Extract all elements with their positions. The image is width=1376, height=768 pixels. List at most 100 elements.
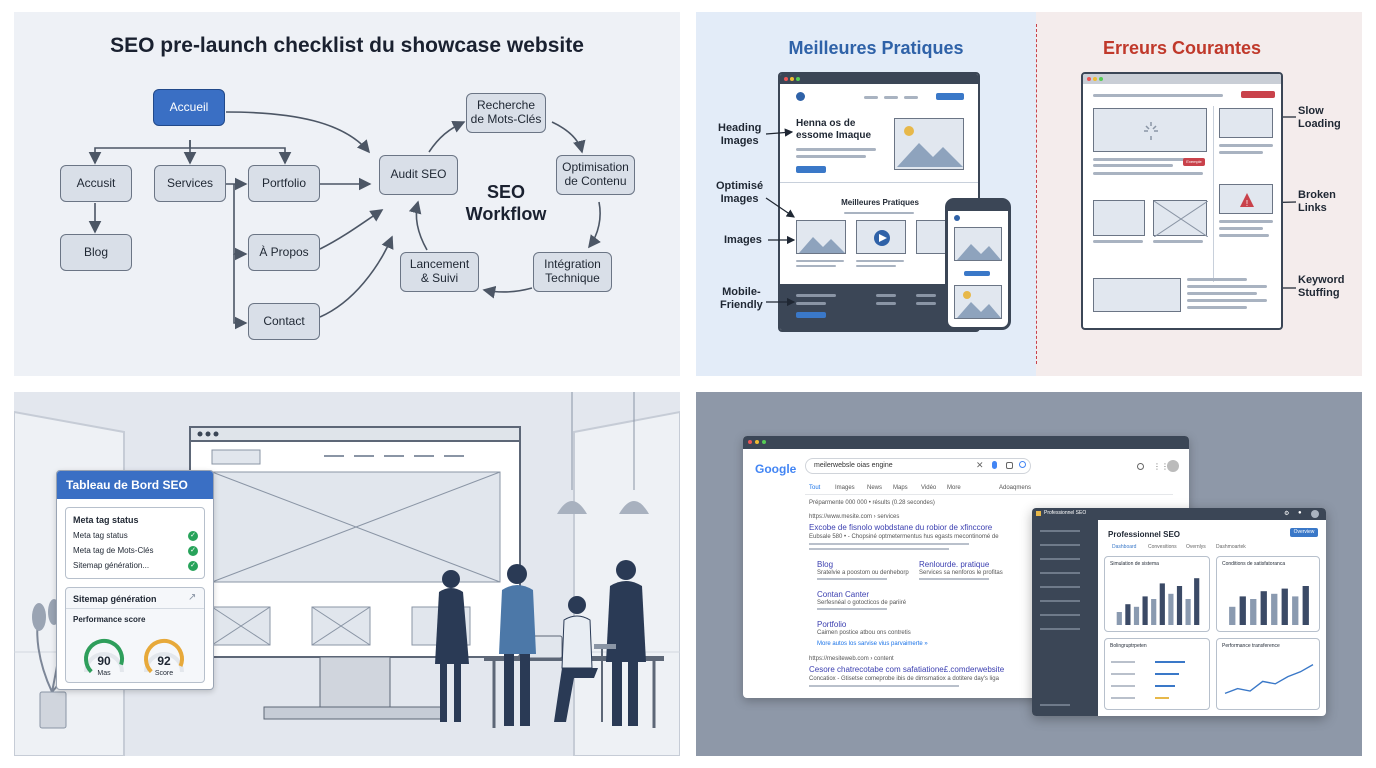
- divider: [1036, 24, 1037, 364]
- flow-connectors: [88, 111, 601, 330]
- serp-dashboard-panel: Google meilerwebsle oias engine ✕ ⋮⋮ Tou…: [696, 392, 1362, 756]
- result-url: https://www.mesite.com › services: [809, 514, 900, 520]
- bell-icon[interactable]: ●: [1298, 510, 1302, 516]
- node-accusit: Accusit: [60, 165, 132, 202]
- chart-line: [1224, 663, 1314, 695]
- node-services: Services: [154, 165, 226, 202]
- result-url: https://mesiteweb.com › content: [809, 656, 894, 662]
- common-errors-title: Erreurs Courantes: [1102, 38, 1262, 58]
- sitelink-title[interactable]: Blog: [817, 560, 834, 569]
- chart-bar: [1239, 596, 1246, 625]
- sitelink-snippet: Sratelvie a poostom ou denheborp: [817, 570, 909, 576]
- seo-dashboard-card: Tableau de Bord SEO Meta tag status Meta…: [56, 470, 214, 690]
- workflow-label: SEO Workflow: [465, 182, 547, 224]
- label-heading-images: Heading Images: [718, 122, 762, 147]
- node-recherche: Recherche de Mots-Clés: [466, 93, 546, 133]
- hero-image-icon: [894, 118, 964, 170]
- chart-bar: [1292, 596, 1299, 625]
- tab-more[interactable]: More: [947, 485, 961, 491]
- label-keyword-stuffing: Keyword Stuffing: [1298, 274, 1345, 299]
- chart-card: Conditions de satisfatoranca: [1216, 556, 1320, 632]
- tab-video[interactable]: Vidéo: [921, 485, 937, 491]
- dash-tab[interactable]: Overnlys: [1186, 544, 1206, 550]
- chart-bar: [1271, 593, 1278, 625]
- loading-spinner-icon: [1093, 108, 1207, 152]
- tab-tools[interactable]: Adoaqmens: [999, 485, 1032, 491]
- node-optimisation: Optimisation de Contenu: [556, 155, 635, 195]
- mic-icon[interactable]: [992, 461, 997, 469]
- search-icon[interactable]: [1019, 461, 1026, 468]
- sitelink-snippet: Caimen postice atbou ons contretis: [817, 630, 911, 636]
- meta-heading: Meta tag status: [73, 515, 139, 525]
- dash-tab[interactable]: Dashboard: [1112, 544, 1137, 550]
- performance-card: Sitemap génération ↗ Performance score 9…: [65, 587, 205, 683]
- meta-item: Sitemap génération...: [73, 561, 150, 570]
- avatar[interactable]: [1167, 460, 1179, 472]
- search-input[interactable]: meilerwebsle oias engine ✕: [805, 458, 1031, 474]
- analytics-dashboard: Professionnel SEO ⚙ ● Professionnel SEO …: [1032, 508, 1326, 716]
- search-logo: Google: [755, 462, 797, 476]
- chart-bar: [1194, 578, 1200, 625]
- svg-text:!: !: [1246, 199, 1248, 208]
- settings-icon[interactable]: ⚙: [1284, 511, 1290, 517]
- label-mobile-friendly: Mobile- Friendly: [720, 286, 763, 311]
- mobile-mock: [945, 198, 1011, 330]
- score-value: 92: [157, 654, 171, 668]
- score-gauges: [84, 638, 184, 674]
- line-chart-card: Performance transference: [1216, 638, 1320, 710]
- dash-sidebar: [1032, 520, 1098, 716]
- dash-brand: Professionnel SEO: [1044, 510, 1087, 516]
- meta-item: Meta tag status: [73, 531, 128, 540]
- chart-bar: [1168, 593, 1174, 625]
- bar-chart: [1116, 578, 1200, 625]
- score-label: Score: [154, 670, 174, 677]
- overview-button[interactable]: Overview: [1290, 528, 1318, 537]
- node-apropos: À Propos: [248, 234, 320, 271]
- chart-bar: [1133, 606, 1140, 625]
- tab-maps[interactable]: Maps: [893, 485, 908, 491]
- check-icon: ✓: [188, 561, 198, 571]
- avatar[interactable]: [1311, 510, 1319, 518]
- node-accueil: Accueil: [153, 89, 225, 126]
- chart-bar: [1159, 583, 1165, 625]
- sitelink-title[interactable]: Renlourde. pratique: [919, 560, 990, 569]
- best-practices-panel: Meilleures Pratiques Erreurs Courantes H…: [696, 12, 1362, 376]
- result-title[interactable]: Excobe de fisnolo wobdstane du robior de…: [809, 523, 993, 532]
- video-icon: [856, 220, 906, 254]
- node-integration: Intégration Technique: [533, 252, 612, 292]
- tab-images[interactable]: Images: [835, 485, 855, 491]
- chart-bar: [1250, 599, 1257, 625]
- chart-bar: [1142, 596, 1148, 625]
- score-value: 90: [97, 654, 111, 668]
- camera-icon[interactable]: [1006, 462, 1013, 469]
- label-slow-loading: Slow Loading: [1298, 105, 1341, 130]
- node-lancement: Lancement & Suivi: [400, 252, 479, 292]
- dash-tab[interactable]: Convesitions: [1148, 544, 1177, 550]
- office-illustration: [14, 392, 680, 756]
- result-snippet: Eubsale 580 • - Chopsiné optmetermentus …: [809, 534, 999, 540]
- check-icon: ✓: [188, 546, 198, 556]
- sitelink-title[interactable]: Contan Canter: [817, 590, 870, 599]
- more-results-link[interactable]: More autos los sarvise vius parvaimerte …: [817, 641, 928, 647]
- score-gauge-arc: [84, 638, 124, 674]
- label-optimise-images: Optimisé Images: [716, 180, 764, 205]
- table-card: Bolingruptrpeten: [1104, 638, 1210, 710]
- best-practices-title: Meilleures Pratiques: [788, 38, 964, 58]
- node-portfolio: Portfolio: [248, 165, 320, 202]
- tab-news[interactable]: News: [867, 485, 883, 491]
- performance-heading: Performance score: [73, 615, 146, 624]
- dash-title: Professionnel SEO: [1108, 530, 1181, 539]
- sitelink-title[interactable]: Portfolio: [817, 620, 847, 629]
- mock-section-title: Meilleures Pratiques: [841, 198, 919, 207]
- bad-website-mock: Exemple !: [1081, 72, 1283, 330]
- tab-all[interactable]: Tout: [809, 485, 821, 491]
- chart-bar: [1185, 599, 1191, 625]
- settings-icon[interactable]: [1137, 463, 1144, 470]
- clear-icon[interactable]: ✕: [976, 460, 984, 470]
- dash-tab[interactable]: Dashmoartek: [1216, 544, 1246, 550]
- external-link-icon[interactable]: ↗: [188, 592, 197, 603]
- result-title[interactable]: Cesore chatrecotabe com safatiatione£.co…: [809, 665, 1005, 674]
- broken-image-icon: [1153, 200, 1208, 237]
- image-icon-3: [916, 220, 946, 254]
- apps-icon[interactable]: ⋮⋮: [1153, 462, 1169, 471]
